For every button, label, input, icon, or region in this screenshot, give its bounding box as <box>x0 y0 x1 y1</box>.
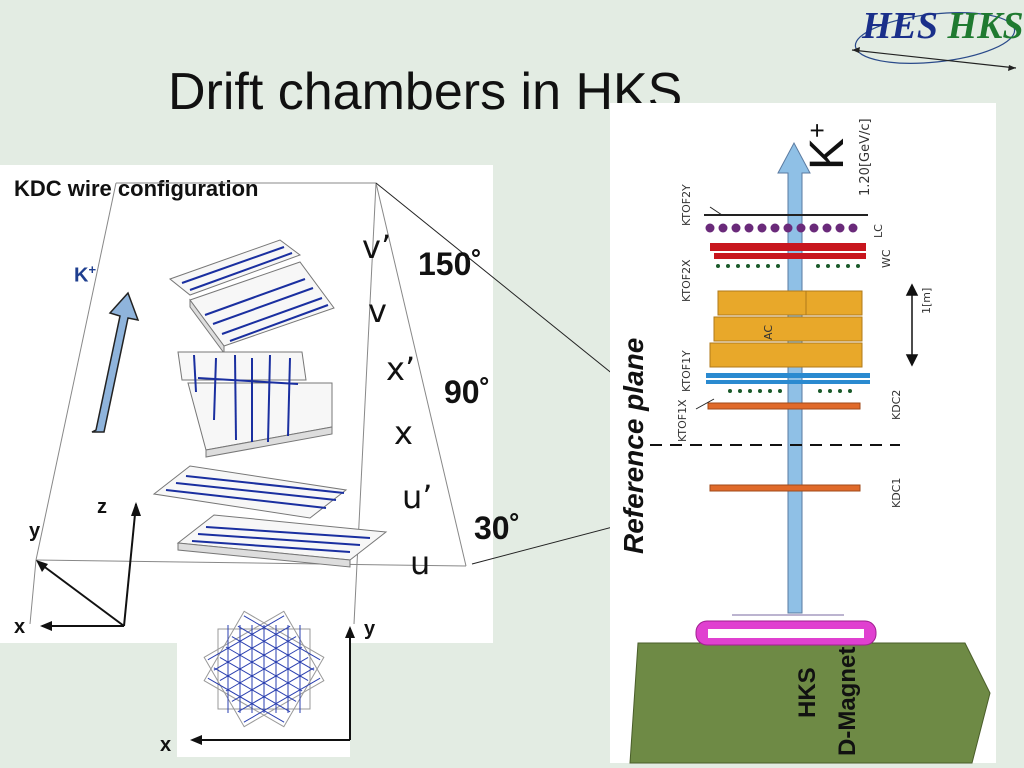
right-k-plus-text: K <box>801 137 854 170</box>
logo-hes: HES <box>862 5 939 47</box>
kdc-panel-label: KDC wire configuration <box>14 176 259 201</box>
k-plus-label: K+ <box>74 262 96 288</box>
k-plus-arrow <box>91 291 140 433</box>
right-k-plus-sup: + <box>802 122 832 138</box>
plane-u-group <box>152 465 388 568</box>
z-axis-arrowhead <box>131 502 141 516</box>
lc-detector <box>704 214 868 233</box>
momentum-label: 1.20[GeV/c] <box>858 118 873 196</box>
hks-detector-panel <box>610 103 996 764</box>
logo-text: HES HKS <box>862 4 1024 48</box>
inset-axis-label-x: x <box>160 734 172 756</box>
y-axis-arrowhead <box>36 560 48 572</box>
coordinate-axes <box>37 503 137 627</box>
detector-label-wc: WC <box>880 249 893 268</box>
detector-label-kdc1: KDC1 <box>890 477 903 508</box>
hes-hks-logo: HES HKS <box>846 0 1024 76</box>
magnet-label-d-magnet: D-Magnet <box>834 646 861 756</box>
detector-label-ktof1x: KTOF1X <box>676 399 689 442</box>
reference-plane-label: Reference plane <box>618 337 649 554</box>
logo-graphic <box>851 12 1017 71</box>
kdc1-detector <box>709 484 861 492</box>
plane-label-x-prime: x’ <box>386 350 416 388</box>
x-axis-arrowhead <box>40 621 52 631</box>
wire-overlay-graphic <box>203 610 325 728</box>
detector-label-ktof2x: KTOF2X <box>680 259 693 302</box>
detector-label-kdc2: KDC2 <box>890 389 903 420</box>
wc-detector <box>710 243 866 268</box>
ac-detector <box>709 290 863 368</box>
plane-label-u: u <box>410 544 431 582</box>
wire-overlay-inset <box>177 597 350 757</box>
magnet-label-hks: HKS <box>794 667 821 718</box>
angle-label-90: 90˚ <box>444 374 491 410</box>
d-magnet <box>629 642 991 764</box>
angle-label-30: 30˚ <box>474 510 521 546</box>
plane-label-v: v <box>368 292 387 330</box>
hks-detector-graphic <box>629 141 991 764</box>
axis-label-z: z <box>97 496 107 518</box>
scale-label: 1[m] <box>920 287 933 314</box>
kdc2-detector <box>707 402 861 410</box>
scale-bar <box>905 283 919 367</box>
plane-label-u-prime: u’ <box>402 478 433 516</box>
axis-label-y-bottom: y <box>364 618 376 640</box>
axis-label-x-left: x <box>14 616 26 638</box>
plane-x-group <box>177 351 333 458</box>
detector-label-ktof1y: KTOF1Y <box>680 350 693 392</box>
plane-v-group <box>168 239 335 355</box>
k-plus-text: K <box>74 264 89 287</box>
angle-label-150: 150˚ <box>418 246 483 282</box>
plane-label-x: x <box>394 414 413 452</box>
k-plus-sup: + <box>88 262 97 277</box>
detector-label-lc: LC <box>872 224 885 238</box>
slide-title: Drift chambers in HKS <box>168 63 683 121</box>
detector-label-ktof2y: KTOF2Y <box>680 184 693 226</box>
axis-label-y-left: y <box>29 520 41 542</box>
logo-hks: HKS <box>947 5 1024 47</box>
detector-label-ac: AC <box>762 324 775 340</box>
plane-label-v-prime: v’ <box>362 228 392 266</box>
ktof1y-detector <box>706 373 870 393</box>
